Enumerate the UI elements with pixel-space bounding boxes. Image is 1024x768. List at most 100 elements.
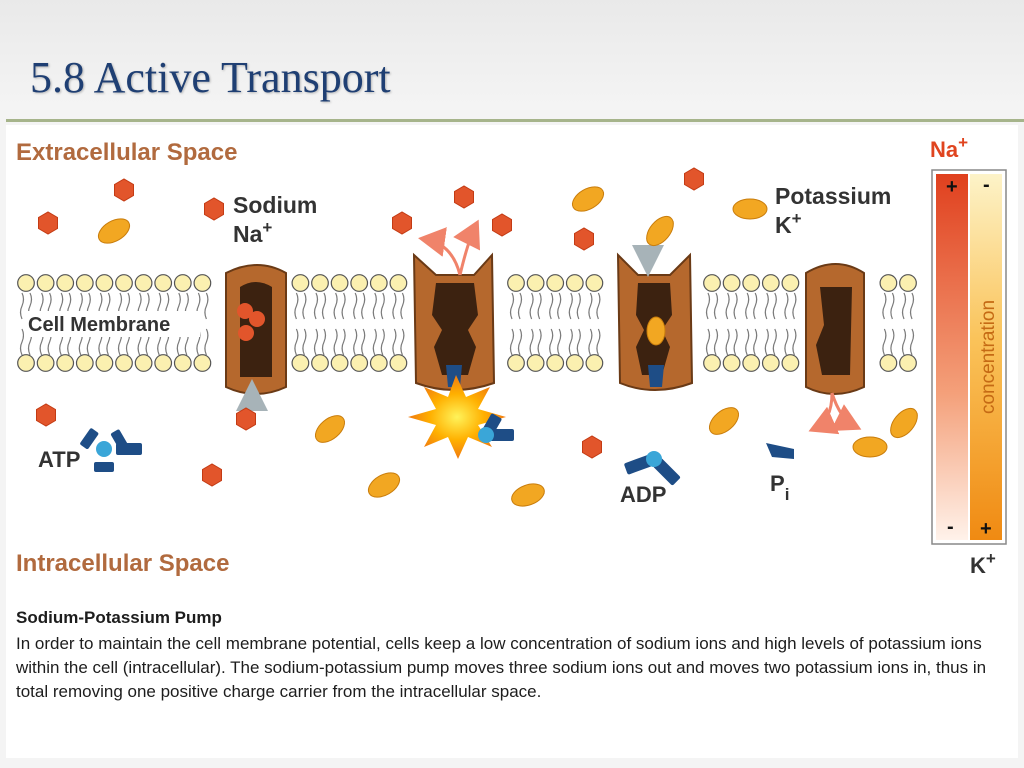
- lipid-tail: [380, 292, 385, 320]
- lipid-head: [350, 274, 369, 292]
- lipid-tail: [341, 328, 346, 356]
- lipid-head: [173, 354, 192, 372]
- lipid-head: [369, 274, 388, 292]
- lipid-tail: [204, 328, 209, 356]
- lipid-tail: [341, 292, 346, 320]
- lipid-head: [311, 274, 329, 292]
- pump-protein-outward-open: [412, 252, 496, 391]
- lipid-tail: [588, 292, 593, 320]
- lipid-head: [95, 274, 114, 292]
- potassium-ion: [708, 407, 740, 435]
- lipid-tail: [509, 292, 515, 320]
- lipid-head: [115, 274, 133, 292]
- sodium-ion: [582, 435, 602, 459]
- lipid-tail: [400, 328, 405, 356]
- lipid-tail: [705, 328, 711, 356]
- lipid-head: [330, 274, 349, 292]
- lipid-head: [17, 354, 35, 372]
- lipid-tail: [517, 328, 523, 356]
- pump-protein-potassium-bound: [616, 252, 694, 391]
- lipid-tail: [725, 328, 730, 356]
- lipid-tail: [557, 328, 562, 356]
- potassium-ion: [314, 415, 346, 443]
- pump-protein-sodium-bound: [225, 264, 287, 395]
- lipid-tail: [361, 328, 366, 356]
- lipid-tail: [753, 292, 758, 320]
- lipid-tail: [557, 292, 562, 320]
- lipid-head: [507, 354, 525, 372]
- lipid-tail: [333, 292, 338, 320]
- potassium-ion: [890, 407, 918, 439]
- potassium-entry-arrow: [808, 392, 840, 435]
- lipid-head: [507, 274, 525, 292]
- sodium-ion: [238, 325, 254, 341]
- lipid-head: [546, 274, 565, 292]
- lipid-head: [154, 354, 173, 372]
- bound-phosphate: [648, 365, 664, 387]
- sodium-ion: [237, 303, 253, 319]
- lipid-head: [17, 274, 35, 292]
- caption-body: In order to maintain the cell membrane p…: [16, 634, 987, 701]
- potassium-ion: [852, 436, 888, 458]
- potassium-ion: [97, 218, 131, 244]
- lipid-tail: [576, 328, 581, 356]
- lipid-tail: [392, 328, 397, 356]
- lipid-tail: [713, 292, 719, 320]
- lipid-tail: [568, 328, 573, 356]
- lipid-head: [899, 354, 917, 372]
- sodium-ion: [574, 227, 594, 251]
- lipid-tail: [321, 292, 327, 320]
- lipid-tail: [576, 292, 581, 320]
- lipid-tail: [353, 328, 358, 356]
- lipid-head: [36, 274, 55, 292]
- lipid-head: [350, 354, 369, 372]
- lipid-head: [703, 354, 721, 372]
- lipid-head: [526, 274, 545, 292]
- intracellular-label: Intracellular Space: [16, 550, 229, 577]
- lipid-tail: [204, 292, 209, 320]
- lipid-tail: [568, 292, 573, 320]
- lipid-tail: [792, 328, 797, 356]
- lipid-tail: [596, 328, 601, 356]
- adp-molecule-released: [478, 413, 514, 443]
- lipid-tail: [529, 328, 534, 356]
- potassium-ion: [367, 472, 401, 498]
- sodium-ion: [36, 403, 56, 427]
- lipid-tail: [588, 328, 593, 356]
- lipid-tail: [19, 328, 25, 356]
- phosphate-label: Pi: [770, 471, 789, 504]
- lipid-tail: [529, 292, 534, 320]
- lipid-tail: [380, 328, 385, 356]
- lipid-head: [134, 354, 153, 372]
- lipid-tail: [772, 328, 777, 356]
- lipid-head: [879, 354, 898, 372]
- lipid-tail: [753, 328, 758, 356]
- lipid-tail: [772, 292, 777, 320]
- lipid-tail: [733, 292, 738, 320]
- sodium-ion: [236, 407, 256, 431]
- lipid-tail: [392, 292, 397, 320]
- lipid-tail: [890, 292, 895, 320]
- lipid-tail: [537, 328, 542, 356]
- lipid-head: [154, 274, 173, 292]
- lipid-head: [565, 354, 584, 372]
- lipid-tail: [890, 328, 895, 356]
- lipid-head: [291, 274, 310, 292]
- lipid-tail: [372, 328, 377, 356]
- lipid-head: [722, 274, 741, 292]
- lipid-tail: [400, 292, 405, 320]
- lipid-head: [369, 354, 388, 372]
- lipid-head: [585, 354, 604, 372]
- lipid-head: [526, 354, 545, 372]
- potassium-gradient: [970, 174, 1002, 540]
- lipid-head: [742, 274, 761, 292]
- potassium-ion: [732, 198, 768, 220]
- lipid-tail: [745, 292, 750, 320]
- potassium-ion: [511, 483, 545, 507]
- lipid-tail: [353, 292, 358, 320]
- concentration-gradient-bar: Na+ + - - + concentration K+: [930, 133, 1007, 578]
- sodium-ion: [492, 213, 512, 237]
- potassium-ion: [646, 316, 666, 346]
- sodium-ion: [249, 311, 265, 327]
- lipid-tail: [372, 292, 377, 320]
